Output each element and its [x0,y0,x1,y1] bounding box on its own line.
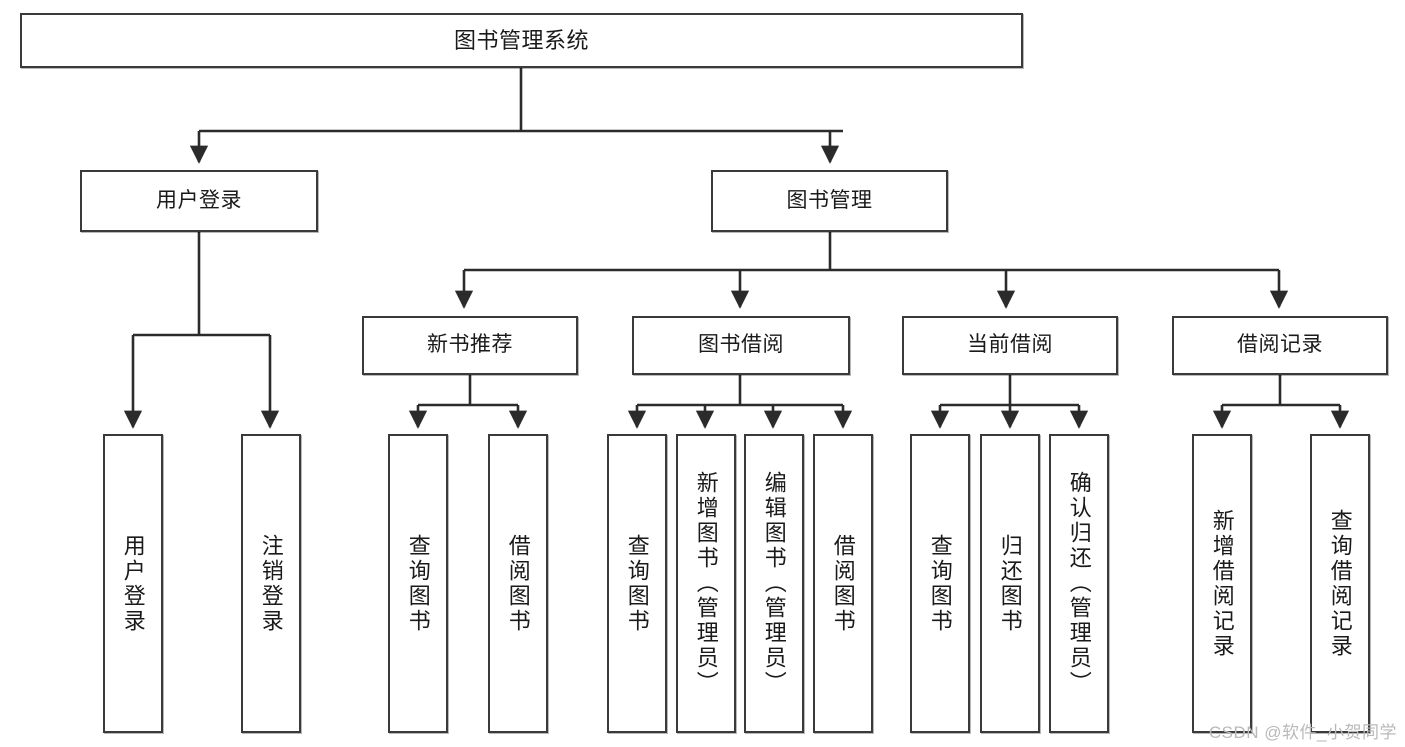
node-leaf-logout[interactable]: 注销登录 [241,434,301,733]
node-label: 当前借阅 [967,333,1053,357]
node-label: 编辑图书（管理员） [761,471,787,696]
node-borrow-record[interactable]: 借阅记录 [1172,316,1388,375]
csdn-watermark: CSDN @软件_小贺同学 [1208,723,1397,742]
node-label: 新增借阅记录 [1209,508,1235,659]
node-label: 确认归还（管理员） [1066,471,1092,696]
node-leaf-query-borrow-record[interactable]: 查询借阅记录 [1310,434,1370,733]
node-leaf-borrow-book[interactable]: 借阅图书 [813,434,873,733]
node-leaf-return-book[interactable]: 归还图书 [980,434,1040,733]
node-leaf-query-book-borrow[interactable]: 查询图书 [607,434,667,733]
node-label: 注销登录 [258,533,284,634]
node-label: 图书管理系统 [453,27,589,53]
node-label: 图书借阅 [698,333,784,357]
node-label: 查询图书 [405,533,431,634]
node-label: 用户登录 [120,533,146,634]
node-new-book-recommend[interactable]: 新书推荐 [362,316,578,375]
node-leaf-user-login[interactable]: 用户登录 [103,434,163,733]
node-leaf-confirm-return-admin[interactable]: 确认归还（管理员） [1049,434,1109,733]
node-leaf-query-book-current[interactable]: 查询图书 [910,434,970,733]
node-current-borrow[interactable]: 当前借阅 [902,316,1118,375]
node-leaf-edit-book-admin[interactable]: 编辑图书（管理员） [744,434,804,733]
node-label: 新增图书（管理员） [693,471,719,696]
node-book-borrow[interactable]: 图书借阅 [632,316,850,375]
node-label: 新书推荐 [427,333,513,357]
node-leaf-add-book-admin[interactable]: 新增图书（管理员） [676,434,736,733]
node-leaf-add-borrow-record[interactable]: 新增借阅记录 [1192,434,1252,733]
node-label: 查询图书 [927,533,953,634]
node-label: 借阅图书 [830,533,856,634]
node-label: 用户登录 [156,188,242,212]
node-leaf-borrow-book-recommend[interactable]: 借阅图书 [488,434,548,733]
node-label: 查询借阅记录 [1327,508,1353,659]
node-label: 查询图书 [624,533,650,634]
node-user-login[interactable]: 用户登录 [80,170,318,232]
node-book-management[interactable]: 图书管理 [711,170,948,232]
node-label: 借阅图书 [505,533,531,634]
node-root-system[interactable]: 图书管理系统 [20,13,1023,68]
node-leaf-query-book-recommend[interactable]: 查询图书 [388,434,448,733]
node-label: 归还图书 [997,533,1023,634]
node-label: 借阅记录 [1237,333,1323,357]
node-label: 图书管理 [786,188,873,212]
